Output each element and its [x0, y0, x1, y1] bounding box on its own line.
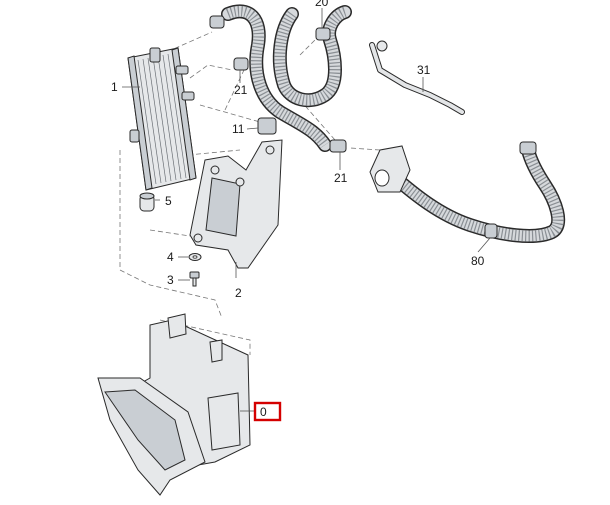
callout-2: 2 — [235, 286, 242, 300]
callout-labels: 1 2 3 4 5 11 20 21 21 31 80 0 — [111, 0, 485, 419]
highlight-box — [253, 401, 282, 422]
radiator-fins — [137, 53, 187, 185]
callout-4: 4 — [167, 250, 174, 264]
callout-11: 11 — [232, 122, 245, 136]
callout-80: 80 — [471, 254, 485, 268]
grommet — [139, 192, 155, 212]
callout-21-lower: 21 — [334, 171, 348, 185]
callout-5: 5 — [165, 194, 172, 208]
radiator — [127, 47, 197, 191]
coolant-pipe — [369, 40, 465, 115]
callout-1: 1 — [111, 80, 118, 94]
callout-0: 0 — [260, 405, 267, 419]
hose-main — [369, 141, 566, 243]
mounting-bracket — [189, 139, 283, 269]
callout-20: 20 — [315, 0, 329, 9]
hose-clamps — [209, 15, 347, 153]
callout-31: 31 — [417, 63, 431, 77]
washer — [188, 253, 202, 261]
reference-lines — [119, 31, 381, 355]
air-duct — [97, 313, 251, 496]
bolt — [189, 271, 200, 287]
callout-3: 3 — [167, 273, 174, 287]
leader-lines — [122, 8, 491, 412]
callout-21-upper: 21 — [234, 83, 248, 97]
